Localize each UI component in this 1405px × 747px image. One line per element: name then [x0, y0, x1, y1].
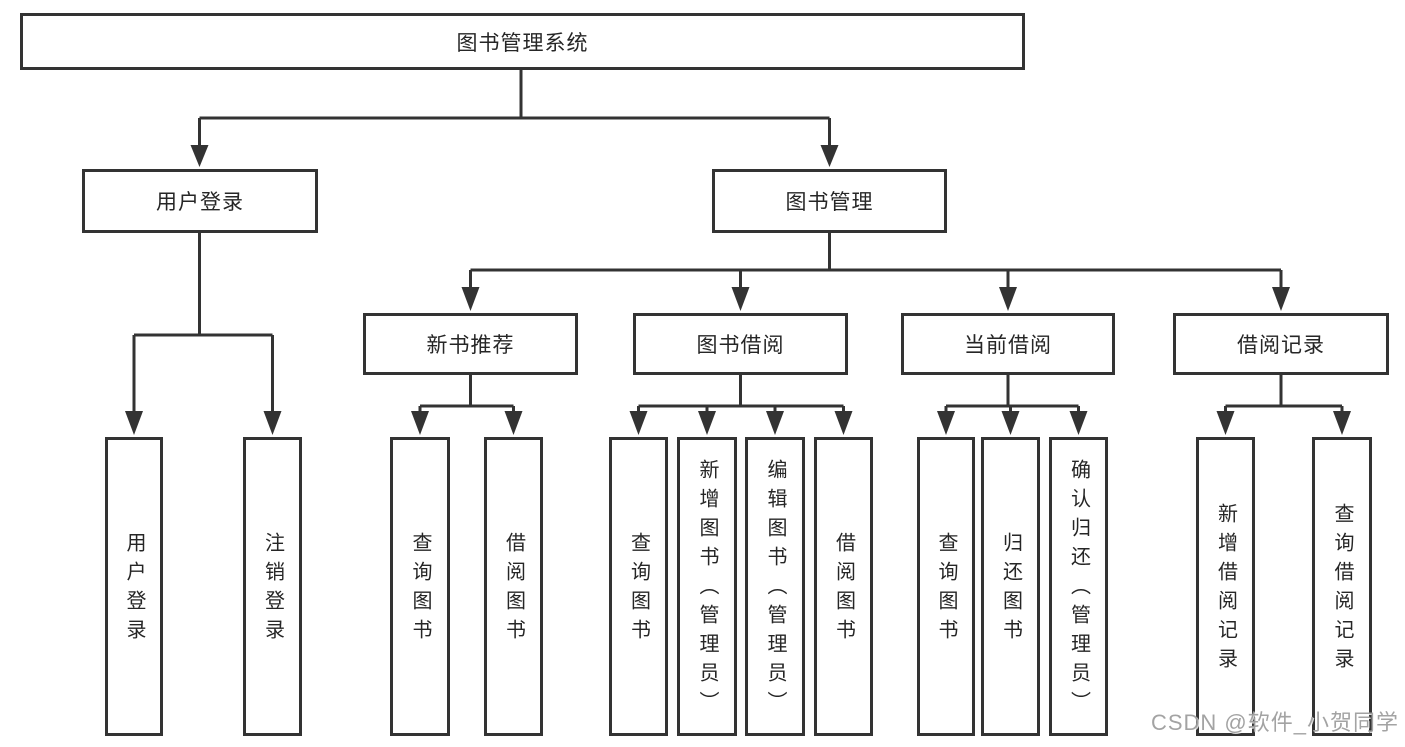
leaf-nbr-query-book: 查询图书	[390, 437, 450, 736]
arrowheads	[125, 145, 1351, 435]
leaf-bb-query-book: 查询图书	[609, 437, 668, 736]
node-new-book-recommend: 新书推荐	[363, 313, 578, 375]
leaf-user-login: 用户登录	[105, 437, 163, 736]
leaf-nbr-borrow-book: 借阅图书	[484, 437, 543, 736]
connector-strokes	[132, 70, 1344, 412]
leaf-br-query-record: 查询借阅记录	[1312, 437, 1372, 736]
leaf-br-add-record: 新增借阅记录	[1196, 437, 1255, 736]
leaf-logout: 注销登录	[243, 437, 302, 736]
leaf-cb-confirm-return-admin: 确认归还（管理员）	[1049, 437, 1108, 736]
leaf-bb-edit-book-admin: 编辑图书（管理员）	[745, 437, 805, 736]
node-borrow-records: 借阅记录	[1173, 313, 1389, 375]
node-root-system: 图书管理系统	[20, 13, 1025, 70]
node-book-management: 图书管理	[712, 169, 947, 233]
leaf-bb-borrow-book: 借阅图书	[814, 437, 873, 736]
node-user-login: 用户登录	[82, 169, 318, 233]
node-current-borrow: 当前借阅	[901, 313, 1115, 375]
leaf-cb-query-book: 查询图书	[917, 437, 975, 736]
csdn-watermark: CSDN @软件_小贺同学	[1150, 710, 1399, 735]
leaf-bb-add-book-admin: 新增图书（管理员）	[677, 437, 737, 736]
leaf-cb-return-book: 归还图书	[981, 437, 1040, 736]
node-book-borrow: 图书借阅	[633, 313, 848, 375]
